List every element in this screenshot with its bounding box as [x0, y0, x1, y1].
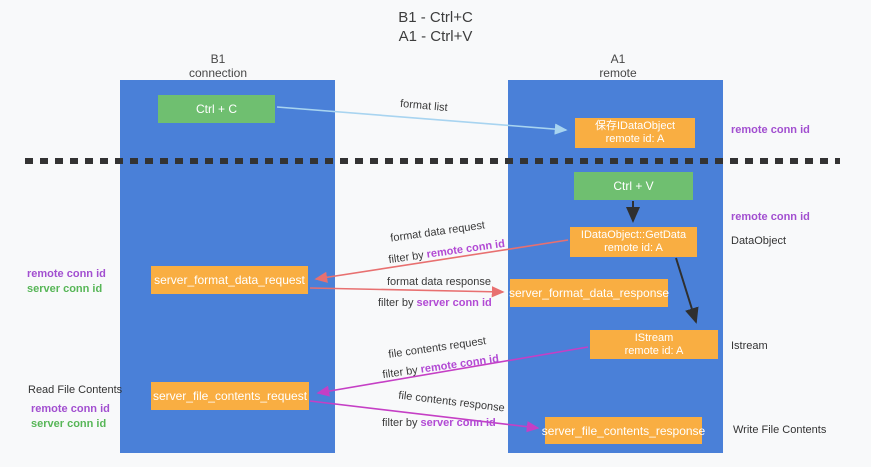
annotation-remote-conn-id-mid: remote conn id — [731, 211, 810, 223]
annotation-write-file-contents: Write File Contents — [733, 424, 827, 436]
filter-key-server-conn-id: server conn id — [416, 297, 492, 309]
annotation-left-server-conn-id-bottom: server conn id — [31, 418, 107, 430]
filter-by-text: filter by — [381, 364, 419, 382]
filter-key-server-conn-id: server conn id — [420, 417, 496, 429]
edge-label-format-data-response: format data response — [387, 276, 491, 288]
filter-by-text: filter by — [387, 249, 425, 267]
node-server-format-data-response-label: server_format_data_response — [508, 286, 670, 300]
arrow-format-data-response — [309, 286, 505, 298]
node-ctrl-v: Ctrl + V — [574, 172, 693, 200]
annotation-remote-conn-id-top: remote conn id — [731, 124, 810, 136]
node-save-idataobject-line1: 保存IDataObject — [594, 120, 676, 132]
node-istream-line1: IStream — [634, 331, 674, 344]
node-server-file-contents-request: server_file_contents_request — [151, 382, 309, 410]
node-server-file-contents-response: server_file_contents_response — [541, 417, 706, 444]
title-line-1: B1 - Ctrl+C — [398, 9, 473, 26]
lane-b1-role: connection — [188, 66, 248, 80]
edge-label-file-contents-response-text: file contents response — [397, 389, 506, 415]
node-server-format-data-response: server_format_data_response — [508, 279, 670, 307]
title-line-2: A1 - Ctrl+V — [398, 28, 473, 45]
edge-label-file-contents-response: file contents response — [398, 390, 506, 415]
node-save-idataobject: 保存IDataObject remote id: A — [575, 118, 695, 148]
edge-label-format-list: format list — [400, 98, 449, 114]
annotation-left-server-conn-id-mid: server conn id — [27, 283, 103, 295]
filter-key-remote-conn-id: remote conn id — [419, 352, 500, 376]
edge-label-file-contents-response-filter: filter by server conn id — [382, 417, 496, 429]
edge-label-format-data-request: format data request — [390, 219, 486, 244]
node-ctrl-v-label: Ctrl + V — [613, 179, 654, 193]
edge-label-format-data-request-text: format data request — [389, 219, 486, 245]
lane-header-b1: B1 connection — [158, 52, 278, 80]
annotation-read-file-contents: Read File Contents — [28, 384, 123, 396]
annotation-istream: Istream — [731, 340, 768, 352]
node-server-file-contents-request-label: server_file_contents_request — [152, 389, 308, 403]
node-istream-line2: remote id: A — [624, 344, 684, 357]
annotation-left-remote-conn-id-mid: remote conn id — [27, 268, 106, 280]
filter-key-remote-conn-id: remote conn id — [425, 237, 506, 261]
edge-label-format-list-text: format list — [399, 97, 449, 115]
node-server-format-data-request-label: server_format_data_request — [154, 273, 305, 287]
node-server-file-contents-response-label: server_file_contents_response — [541, 423, 706, 438]
node-istream: IStream remote id: A — [590, 330, 718, 359]
diagram-title: B1 - Ctrl+C A1 - Ctrl+V — [0, 8, 871, 46]
node-ctrl-c-label: Ctrl + C — [195, 102, 237, 116]
node-save-idataobject-line2: remote id: A — [605, 133, 665, 145]
lane-a1-name: A1 — [610, 52, 626, 66]
node-idataobject-getdata: IDataObject::GetData remote id: A — [570, 227, 697, 257]
annotation-dataobject: DataObject — [731, 235, 787, 247]
filter-by-text: filter by — [378, 297, 414, 309]
node-server-format-data-request: server_format_data_request — [151, 266, 308, 294]
node-idataobject-getdata-line2: remote id: A — [604, 242, 663, 254]
edge-label-format-data-response-filter: filter by server conn id — [378, 297, 492, 309]
filter-by-text: filter by — [382, 417, 418, 429]
node-ctrl-c: Ctrl + C — [158, 95, 275, 123]
annotation-left-remote-conn-id-bottom: remote conn id — [31, 403, 110, 415]
edge-label-format-data-response-text: format data response — [387, 276, 491, 288]
lane-header-a1: A1 remote — [558, 52, 678, 80]
node-idataobject-getdata-line1: IDataObject::GetData — [580, 229, 687, 241]
lane-a1-role: remote — [599, 66, 637, 80]
lane-b1-name: B1 — [210, 52, 226, 66]
